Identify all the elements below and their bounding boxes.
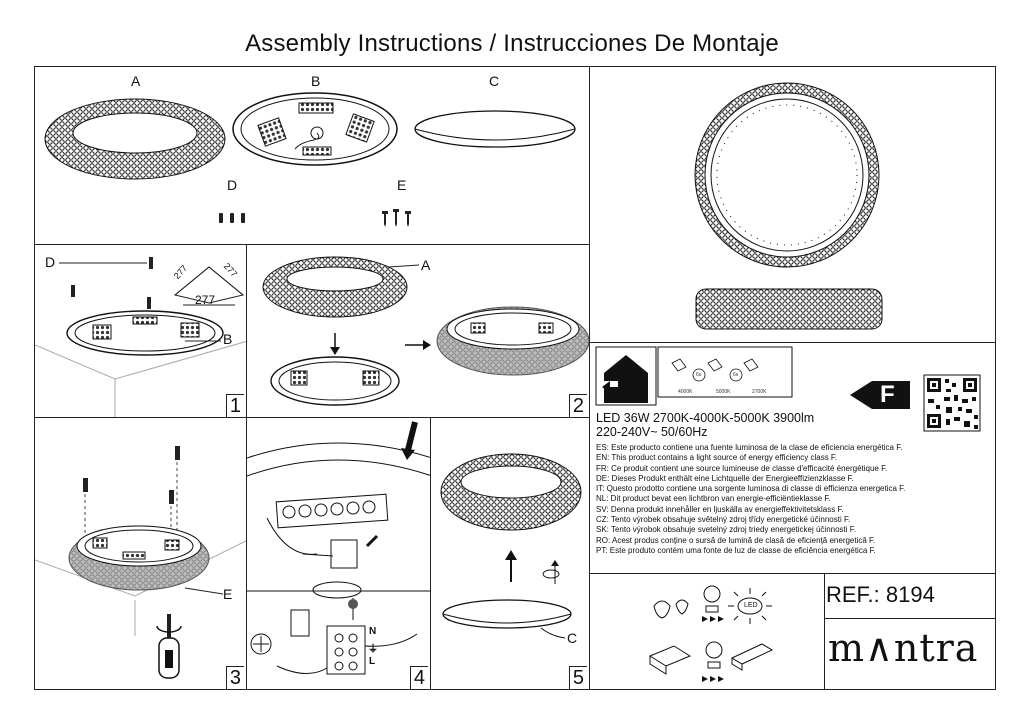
step-2-drawing	[262, 256, 589, 406]
label-part-d: D	[227, 177, 238, 193]
label-part-a: A	[131, 73, 141, 89]
product-spec: LED 36W 2700K-4000K-5000K 3900lm 220-240…	[596, 411, 814, 439]
led-icon	[728, 588, 772, 624]
step-number: 3	[225, 666, 244, 689]
step-3-panel: E 3	[34, 417, 247, 690]
step-3-drawing	[35, 446, 246, 679]
step-number: 1	[225, 394, 244, 417]
warning-icons	[648, 585, 774, 682]
screwdriver-icon	[156, 614, 182, 679]
brand-logo: m∧ntra	[828, 626, 979, 670]
step-1-label-b: B	[223, 331, 233, 347]
led-icon-label: LED	[744, 602, 758, 609]
label-part-e: E	[397, 177, 407, 193]
energy-statement: NL: Dit product bevat een lichtbron van …	[596, 494, 831, 504]
dimension-label: 277	[195, 293, 216, 307]
energy-statement: CZ: Tento výrobek obsahuje světelný zdro…	[596, 515, 851, 525]
brand-panel	[824, 618, 996, 690]
step-5-panel: C 5	[430, 417, 590, 690]
step-number: 2	[568, 394, 587, 417]
energy-statements-list: ES: Este producto contiene una fuente lu…	[596, 443, 905, 556]
label-part-c: C	[489, 73, 500, 89]
step-1-panel: D B 277 277 277 1	[34, 244, 247, 418]
energy-statement: SK: Tento výrobok obsahuje svetelný zdro…	[596, 525, 856, 535]
step-1-drawing	[35, 257, 246, 417]
step-2-label-a: A	[421, 257, 431, 273]
part-e-screws-icon	[382, 209, 411, 227]
terminal-neutral: N	[369, 626, 377, 637]
step-number: 4	[409, 666, 428, 689]
energy-statement: FR: Ce produit contient une source lumin…	[596, 463, 888, 473]
spec-line-power: LED 36W 2700K-4000K-5000K 3900lm	[596, 411, 815, 425]
no-bulb-replacement-icon	[653, 585, 721, 619]
switch-time-label: 6s	[696, 372, 702, 378]
part-c-diffuser	[414, 110, 576, 148]
energy-statement: RO: Acest produs conține o sursă de lumi…	[596, 535, 876, 545]
qr-code	[923, 374, 981, 432]
kelvin-label: 5000K	[716, 389, 731, 395]
step-4-drawing	[247, 421, 430, 675]
energy-statement: DE: Dieses Produkt enthält eine Lichtque…	[596, 473, 854, 483]
terminal-ground: ⏚	[368, 644, 378, 655]
energy-statement: SV: Denna produkt innehåller en ljuskäll…	[596, 504, 844, 514]
product-top-and-side-view	[694, 82, 883, 330]
energy-icons	[595, 346, 981, 432]
kelvin-label: 2700K	[752, 389, 767, 395]
step-1-label-d: D	[45, 254, 56, 270]
step-5-drawing	[440, 453, 582, 639]
warning-icons-panel: LED	[589, 573, 825, 690]
energy-info-panel: 4000K 5000K 2700K 6s 6s F	[589, 342, 996, 574]
energy-statement: IT: Questo prodotto contiene una sorgent…	[596, 484, 906, 494]
driver-icon	[648, 641, 774, 675]
step-4-panel: N ⏚ L 4	[246, 417, 431, 690]
energy-class-badge: F	[880, 381, 895, 408]
spec-line-voltage: 220-240V~ 50/60Hz	[596, 425, 708, 439]
parts-panel: A B C D E	[34, 66, 590, 245]
step-5-label-c: C	[567, 630, 578, 646]
parts-drawing	[44, 92, 576, 227]
energy-statement: ES: Este producto contiene una fuente lu…	[596, 443, 903, 452]
energy-statement: PT: Este produto contém uma fonte de luz…	[596, 545, 876, 555]
step-2-panel: A 2	[246, 244, 590, 418]
terminal-live: L	[369, 656, 376, 667]
label-part-b: B	[311, 73, 321, 89]
kelvin-label: 4000K	[678, 389, 693, 395]
step-3-label-e: E	[223, 586, 233, 602]
switch-time-label: 6s	[733, 372, 739, 378]
product-reference: REF.: 8194	[826, 582, 935, 607]
indoor-use-icon	[595, 346, 657, 406]
energy-statement: EN: This product contains a light source…	[596, 453, 838, 463]
part-b-base-plate	[232, 92, 398, 166]
part-a-woven-shade	[44, 98, 226, 180]
page-title: Assembly Instructions / Instrucciones De…	[245, 30, 779, 57]
product-view-panel	[589, 66, 996, 343]
part-d-screws-icon	[219, 213, 245, 223]
step-number: 5	[568, 666, 587, 689]
